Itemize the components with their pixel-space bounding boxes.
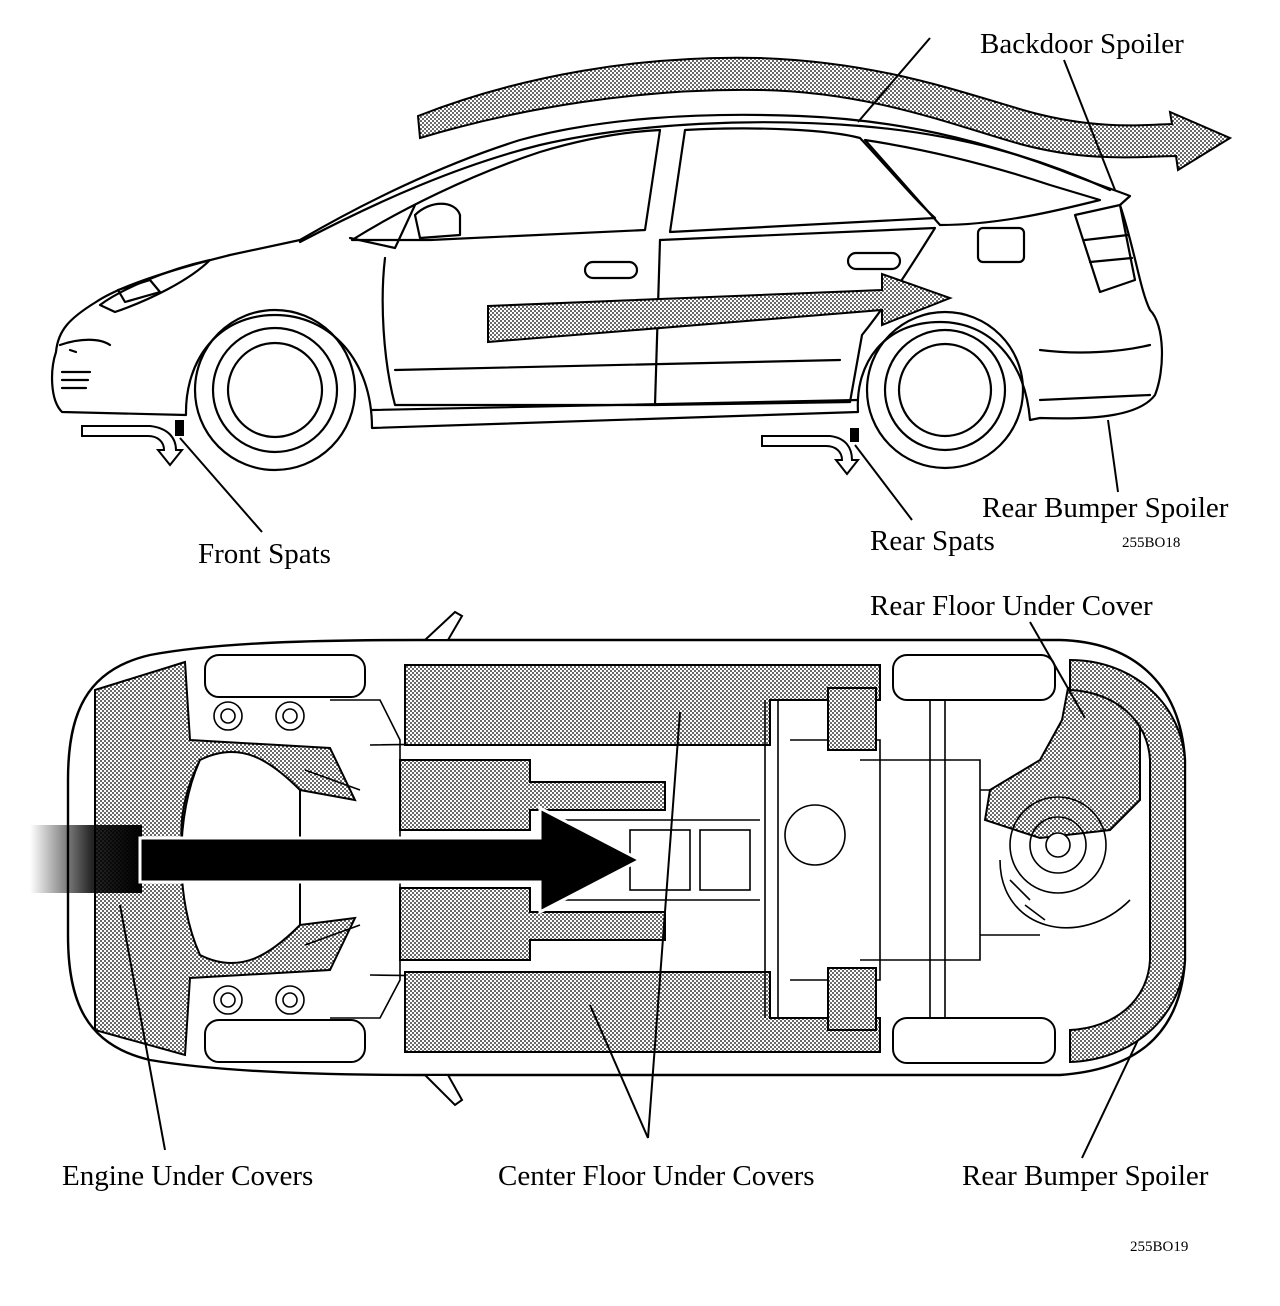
backdoor-spoiler-label: Backdoor Spoiler xyxy=(980,28,1184,60)
figure-code-side: 255BO18 xyxy=(1122,535,1181,551)
rear-spats-label: Rear Spats xyxy=(870,525,995,557)
front-spat-airflow-arrow xyxy=(81,425,185,467)
rear-spat-mark xyxy=(850,428,859,442)
underside-leader-lines xyxy=(119,621,1139,1159)
front-spats-label: Front Spats xyxy=(198,538,331,570)
side-view-leader-lines xyxy=(179,37,1119,533)
underbody-airflow-arrow xyxy=(30,805,644,915)
rear-spat-airflow-arrow xyxy=(761,435,861,476)
front-spat-mark xyxy=(175,420,184,436)
rear-bumper-spoiler-label-side: Rear Bumper Spoiler xyxy=(982,492,1229,524)
engine-under-covers-label: Engine Under Covers xyxy=(62,1160,314,1192)
roof-airflow-arrow xyxy=(416,56,1233,172)
figure-code-under: 255BO19 xyxy=(1130,1239,1189,1255)
center-floor-under-covers-label: Center Floor Under Covers xyxy=(498,1160,815,1192)
side-airflow-arrow xyxy=(487,272,953,344)
side-view-car xyxy=(50,113,1163,472)
rear-floor-under-cover-label: Rear Floor Under Cover xyxy=(870,590,1153,622)
rear-bumper-spoiler-label-under: Rear Bumper Spoiler xyxy=(962,1160,1209,1192)
